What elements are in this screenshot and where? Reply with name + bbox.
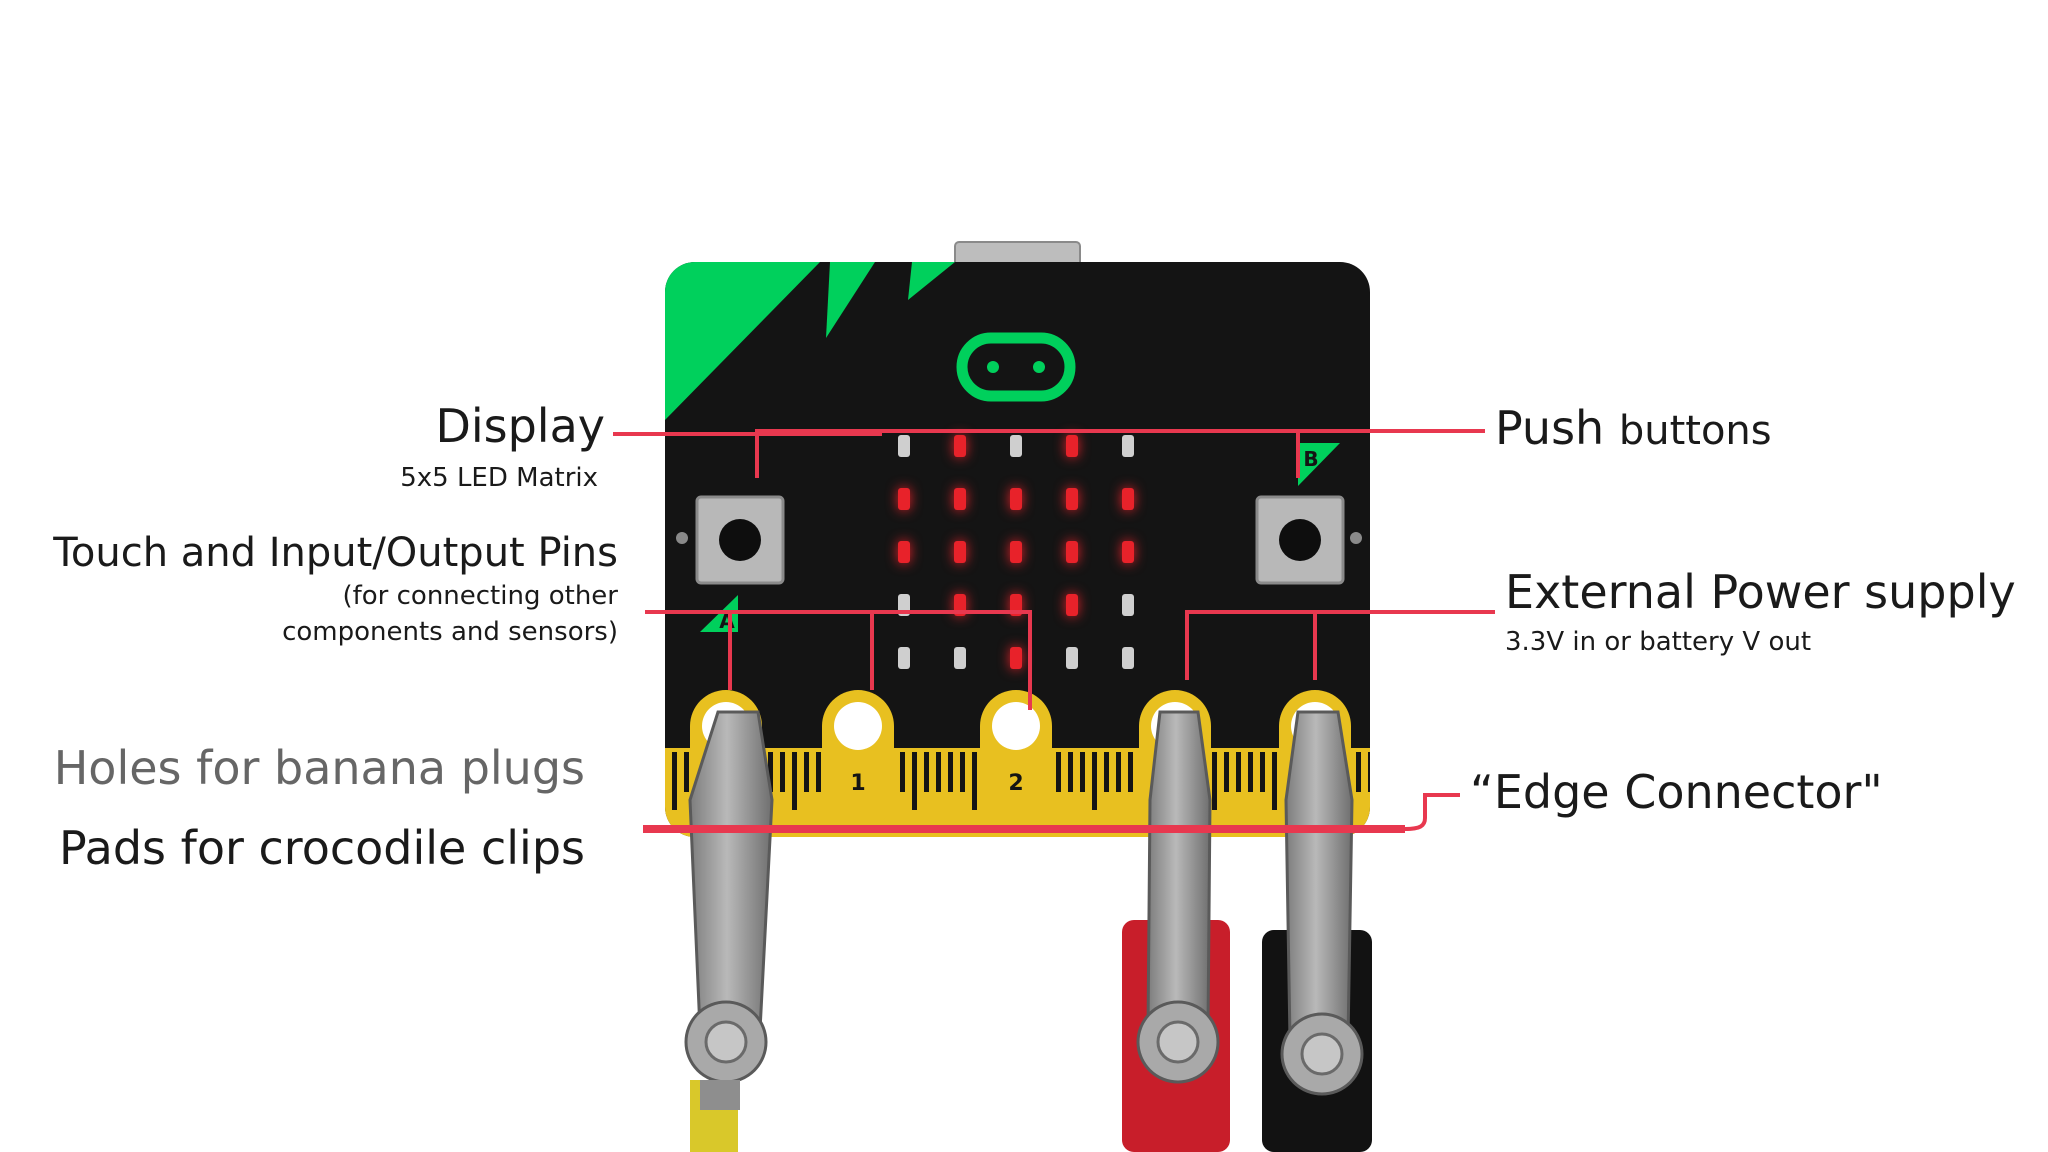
edge-tooth (1248, 752, 1253, 792)
edge-connector-leader-line (643, 793, 1460, 831)
pin-pad-1: 1 (822, 690, 894, 830)
pins-sublabel-line2: components and sensors) (282, 617, 618, 647)
led-r0-c2 (1010, 435, 1022, 457)
led-r0-c1 (954, 435, 966, 457)
crocodile-clip-middle (1136, 710, 1220, 1084)
led-r2-c1 (954, 541, 966, 563)
button-a: A (676, 495, 785, 633)
edge-tooth (780, 752, 785, 792)
pin-hole-2 (992, 702, 1040, 750)
edge-tooth (924, 752, 929, 792)
edge-tooth (684, 752, 689, 792)
led-r2-c4 (1122, 541, 1134, 563)
edge-tooth (1092, 752, 1097, 810)
led-r2-c3 (1066, 541, 1078, 563)
push-buttons-leader-line (755, 429, 1485, 478)
edge-tooth (912, 752, 917, 810)
led-r0-c0 (898, 435, 910, 457)
led-r2-c2 (1010, 541, 1022, 563)
edge-tooth (1236, 752, 1241, 792)
power-leader-line (1185, 610, 1495, 680)
push-label-main: Push (1495, 401, 1605, 455)
crocodile-clip-right (1280, 710, 1364, 1096)
edge-tooth (1128, 752, 1133, 792)
button-b-letter: B (1303, 447, 1318, 471)
pin-pad-2: 2 (980, 690, 1052, 830)
led-r3-c4 (1122, 594, 1134, 616)
edge-tooth (768, 752, 773, 792)
edge-tooth (1260, 752, 1265, 792)
edge-tooth (1356, 752, 1361, 792)
pin-label-1: 1 (850, 771, 865, 796)
edge-tooth (960, 752, 965, 792)
green-corner-stripe (665, 262, 820, 420)
edge-tooth (1068, 752, 1073, 792)
pads-label: Pads for crocodile clips (59, 821, 585, 875)
led-r3-c3 (1066, 594, 1078, 616)
pins-leader-line (645, 610, 1032, 710)
led-r0-c3 (1066, 435, 1078, 457)
edge-connector-label: “Edge Connector" (1470, 765, 1883, 819)
pins-sublabel-line1: (for connecting other (342, 581, 618, 611)
power-label: External Power supply (1505, 565, 2016, 619)
led-r2-c0 (898, 541, 910, 563)
microbit-board: A B 0123VGND (665, 262, 1370, 837)
edge-tooth (804, 752, 809, 792)
green-stripe-2 (826, 262, 875, 338)
led-r4-c4 (1122, 647, 1134, 669)
led-r4-c1 (954, 647, 966, 669)
led-r4-c0 (898, 647, 910, 669)
edge-tooth (900, 752, 905, 792)
edge-tooth (972, 752, 977, 810)
edge-tooth (1104, 752, 1109, 792)
edge-tooth (1116, 752, 1121, 792)
edge-tooth (948, 752, 953, 792)
crocodile-clip-left (684, 710, 774, 1110)
pins-label: Touch and Input/Output Pins (53, 530, 618, 576)
microbit-logo (956, 332, 1076, 402)
led-r4-c3 (1066, 647, 1078, 669)
display-label: Display (435, 399, 605, 453)
pin-label-2: 2 (1008, 771, 1023, 796)
power-sublabel: 3.3V in or battery V out (1505, 627, 1812, 657)
edge-tooth (1368, 752, 1370, 792)
edge-tooth (1212, 752, 1217, 810)
green-stripe-3 (908, 262, 955, 300)
edge-tooth (1272, 752, 1277, 810)
edge-tooth (1080, 752, 1085, 792)
edge-tooth (816, 752, 821, 792)
edge-tooth (1224, 752, 1229, 792)
led-r1-c0 (898, 488, 910, 510)
led-r1-c4 (1122, 488, 1134, 510)
led-r4-c2 (1010, 647, 1022, 669)
edge-tooth (672, 752, 677, 810)
edge-tooth (1056, 752, 1061, 792)
led-r1-c1 (954, 488, 966, 510)
led-r1-c2 (1010, 488, 1022, 510)
edge-tooth (792, 752, 797, 810)
holes-label: Holes for banana plugs (53, 741, 585, 795)
led-r1-c3 (1066, 488, 1078, 510)
leader-lines (613, 429, 1495, 831)
push-buttons-label: Push buttons (1495, 402, 1772, 455)
display-sublabel: 5x5 LED Matrix (400, 463, 598, 493)
pin-hole-1 (834, 702, 882, 750)
led-r0-c4 (1122, 435, 1134, 457)
push-label-suffix: buttons (1618, 408, 1772, 454)
wires (690, 920, 1372, 1152)
edge-tooth (936, 752, 941, 792)
button-b: B (1255, 443, 1362, 585)
